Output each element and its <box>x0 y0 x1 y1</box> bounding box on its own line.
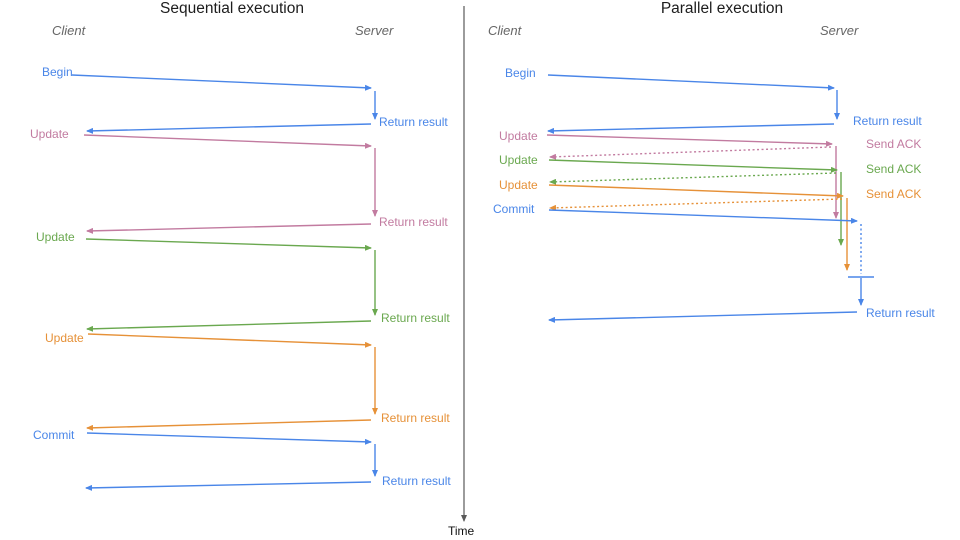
par-begin-label: Begin <box>505 66 536 80</box>
par-commit-request-arrow <box>548 209 858 224</box>
par-update1-ack-label: Send ACK <box>866 137 921 151</box>
sequential-server-label: Server <box>355 23 394 38</box>
seq-update2-return-arrow <box>86 320 372 332</box>
seq-begin-request-arrow <box>71 74 372 91</box>
parallel-panel-title: Parallel execution <box>660 0 784 17</box>
par-commit-return-label: Return result <box>866 306 935 320</box>
par-update1-ack-arrow <box>549 146 832 160</box>
seq-update3-label: Update <box>45 331 84 345</box>
seq-commit-label: Commit <box>33 428 75 442</box>
seq-update3-return-label: Return result <box>381 411 450 425</box>
par-update2-ack-arrow <box>549 172 837 185</box>
parallel-server-label: Server <box>820 23 859 38</box>
seq-begin-return-label: Return result <box>379 115 448 129</box>
seq-update3-request-arrow <box>87 333 372 348</box>
sequential-panel-title: Sequential execution <box>160 0 304 17</box>
seq-commit-request-arrow <box>86 432 372 445</box>
seq-commit-return-arrow <box>85 481 372 491</box>
seq-update3-return-arrow <box>86 419 372 431</box>
par-update2-request-arrow <box>548 159 838 173</box>
seq-update1-return-arrow <box>86 223 372 234</box>
par-update1-request-arrow <box>546 134 833 147</box>
par-update2-ack-label: Send ACK <box>866 162 921 176</box>
seq-update1-return-label: Return result <box>379 215 448 229</box>
parallel-client-label: Client <box>488 23 522 38</box>
par-update3-ack-label: Send ACK <box>866 187 921 201</box>
seq-commit-return-label: Return result <box>382 474 451 488</box>
seq-update2-return-label: Return result <box>381 311 450 325</box>
seq-update2-label: Update <box>36 230 75 244</box>
par-commit-label: Commit <box>493 202 535 216</box>
seq-update1-request-arrow <box>83 134 372 149</box>
seq-begin-label: Begin <box>42 65 73 79</box>
seq-update2-request-arrow <box>85 238 372 251</box>
par-update3-request-arrow <box>548 184 844 199</box>
time-axis-label: Time <box>448 524 475 538</box>
par-begin-request-arrow <box>547 74 835 91</box>
par-update3-ack-arrow <box>549 198 843 211</box>
par-update1-label: Update <box>499 129 538 143</box>
seq-update1-label: Update <box>30 127 69 141</box>
par-update3-label: Update <box>499 178 538 192</box>
par-update2-label: Update <box>499 153 538 167</box>
par-begin-return-label: Return result <box>853 114 922 128</box>
par-commit-return-arrow <box>548 311 858 323</box>
sequential-client-label: Client <box>52 23 86 38</box>
seq-begin-return-arrow <box>86 123 372 134</box>
par-begin-return-arrow <box>547 123 835 134</box>
